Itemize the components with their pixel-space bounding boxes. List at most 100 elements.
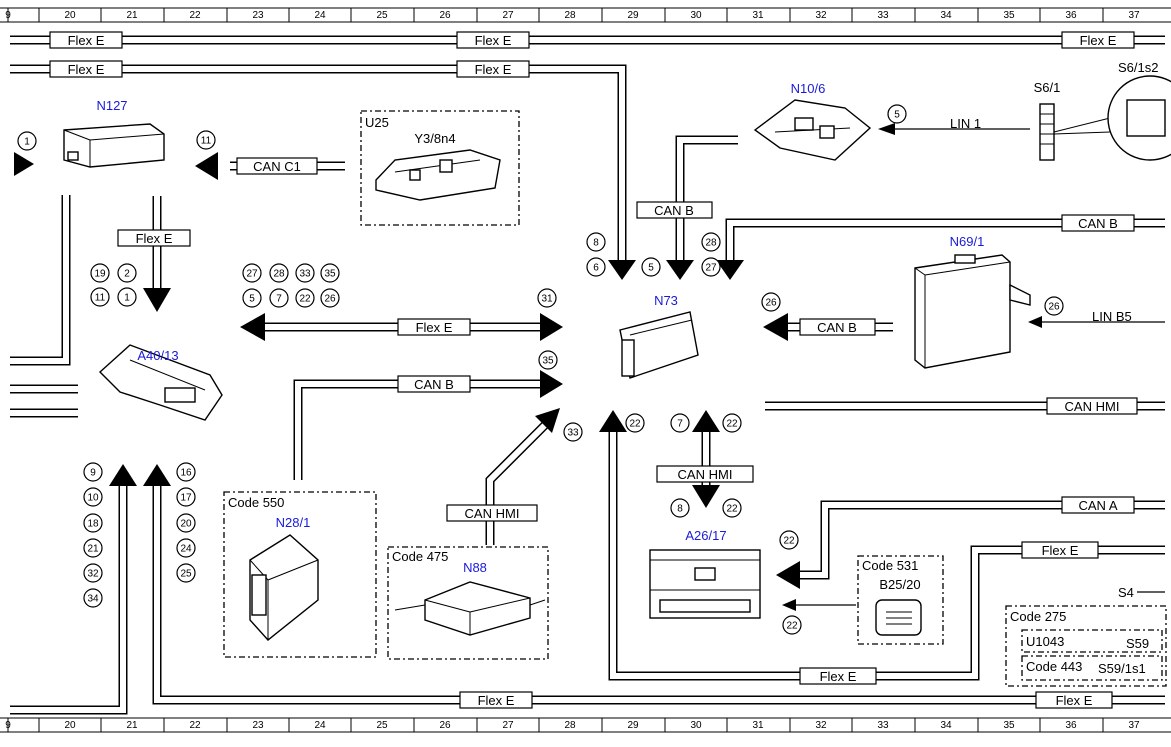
bus-label-flex-e: Flex E xyxy=(416,320,453,335)
connector-number-text: 22 xyxy=(629,419,641,430)
bus-label-flex-e: Flex E xyxy=(1042,543,1079,558)
ruler-column-label: 27 xyxy=(502,720,514,731)
bus-label-can-hmi: CAN HMI xyxy=(678,467,733,482)
connector-number: 21 xyxy=(83,538,103,558)
connector-number-text: 19 xyxy=(94,269,106,280)
arrowheads xyxy=(14,123,895,611)
connector-number-text: 20 xyxy=(180,519,192,530)
bus-labels: Flex E Flex E Flex E Flex E Flex E CAN C… xyxy=(49,31,1138,709)
ruler-column-label: 37 xyxy=(1128,720,1140,731)
ruler-column-label: 34 xyxy=(940,10,952,21)
bus-label-can-b: CAN B xyxy=(654,203,694,218)
label-s6-1s2: S6/1s2 xyxy=(1118,60,1158,75)
arrow-can-hmi-down xyxy=(692,485,720,508)
code-475-label: Code 475 xyxy=(392,549,448,564)
ruler-column-label: 20 xyxy=(64,720,76,731)
connector-number: 17 xyxy=(176,487,196,507)
connector-number: 26 xyxy=(320,288,340,308)
connector-number: 16 xyxy=(176,462,196,482)
label-n28-1: N28/1 xyxy=(276,515,311,530)
connector-number: 27 xyxy=(701,257,721,277)
connector-number: 26 xyxy=(761,292,781,312)
connector-number: 32 xyxy=(83,563,103,583)
ruler-column-label: 32 xyxy=(815,10,827,21)
connector-number-text: 1 xyxy=(124,293,130,304)
ruler-column-label: 9 xyxy=(5,720,11,731)
component-drawings xyxy=(63,75,1171,641)
bus-label-flex-e: Flex E xyxy=(136,231,173,246)
arrow-flex-e-up xyxy=(599,410,627,432)
arrow-flex-e-down xyxy=(143,288,171,312)
b25-20-sensor xyxy=(875,599,922,636)
connector-number: 28 xyxy=(701,232,721,252)
label-u1043: U1043 xyxy=(1026,634,1064,649)
ruler-column-label: 22 xyxy=(189,720,201,731)
connector-number: 9 xyxy=(83,462,103,482)
bus-label-can-hmi: CAN HMI xyxy=(465,506,520,521)
connector-number: 22 xyxy=(722,498,742,518)
bus-label-can-c1: CAN C1 xyxy=(253,159,301,174)
a26-17-unit xyxy=(649,549,761,619)
arrow-can-hmi-up xyxy=(692,410,720,432)
connector-number-text: 26 xyxy=(324,294,336,305)
connector-number-text: 26 xyxy=(765,298,777,309)
connector-number-text: 28 xyxy=(705,238,717,249)
n10-6-module xyxy=(753,99,872,161)
ruler-column-label: 23 xyxy=(252,720,264,731)
connector-number-text: 35 xyxy=(324,269,336,280)
arrow-can-c1 xyxy=(195,152,218,180)
ruler-column-label: 31 xyxy=(752,10,764,21)
arrow-bottom-up-b xyxy=(143,464,171,486)
connector-number-text: 10 xyxy=(87,493,99,504)
connector-number: 33 xyxy=(563,422,583,442)
ruler-column-label: 21 xyxy=(126,720,138,731)
connector-number: 22 xyxy=(295,288,315,308)
connector-number-text: 32 xyxy=(87,569,99,580)
bus-label-lin-b5: LIN B5 xyxy=(1092,309,1132,324)
label-n88: N88 xyxy=(463,560,487,575)
arrow-can-b-right xyxy=(540,370,563,398)
arrow-can-b-n69 xyxy=(763,313,788,341)
bus-label-can-b: CAN B xyxy=(414,377,454,392)
connector-number: 35 xyxy=(538,350,558,370)
connector-number-text: 34 xyxy=(87,594,99,605)
connector-number-text: 22 xyxy=(726,419,738,430)
connector-number-text: 27 xyxy=(246,269,258,280)
bus-label-flex-e: Flex E xyxy=(478,693,515,708)
label-a40-13: A40/13 xyxy=(137,348,178,363)
bus-label-flex-e: Flex E xyxy=(1056,693,1093,708)
connector-number: 5 xyxy=(887,104,907,124)
label-u25: U25 xyxy=(365,115,389,130)
arrow-bottom-up-a xyxy=(109,464,137,486)
connector-number: 27 xyxy=(242,263,262,283)
ruler-column-label: 23 xyxy=(252,10,264,21)
connector-number-text: 8 xyxy=(677,504,683,515)
option-boxes: Code 550 Code 475 Code 531 Code 275 Code… xyxy=(223,110,1167,687)
arrow-to-n1 xyxy=(14,152,34,176)
connector-number: 25 xyxy=(176,563,196,583)
code-443-label: Code 443 xyxy=(1026,659,1082,674)
n88-module xyxy=(394,581,546,636)
label-s6-1: S6/1 xyxy=(1034,80,1061,95)
ruler-column-label: 28 xyxy=(564,720,576,731)
arrow-flex-e-n73 xyxy=(608,260,636,280)
connector-number: 11 xyxy=(196,130,216,150)
arrow-b25 xyxy=(782,599,796,611)
ruler-column-label: 24 xyxy=(314,10,326,21)
bus-label-flex-e: Flex E xyxy=(1080,33,1117,48)
ruler-column-label: 25 xyxy=(376,720,388,731)
ruler-column-label: 34 xyxy=(940,720,952,731)
n69-1-module xyxy=(914,254,1031,369)
arrow-can-a xyxy=(776,561,800,589)
connector-number: 1 xyxy=(117,287,137,307)
arrow-flex-e-right xyxy=(540,313,563,341)
connector-number: 6 xyxy=(586,257,606,277)
connector-number: 8 xyxy=(586,232,606,252)
connector-number: 11 xyxy=(90,287,110,307)
connector-number-text: 24 xyxy=(180,544,192,555)
bus-lines xyxy=(10,35,1165,715)
